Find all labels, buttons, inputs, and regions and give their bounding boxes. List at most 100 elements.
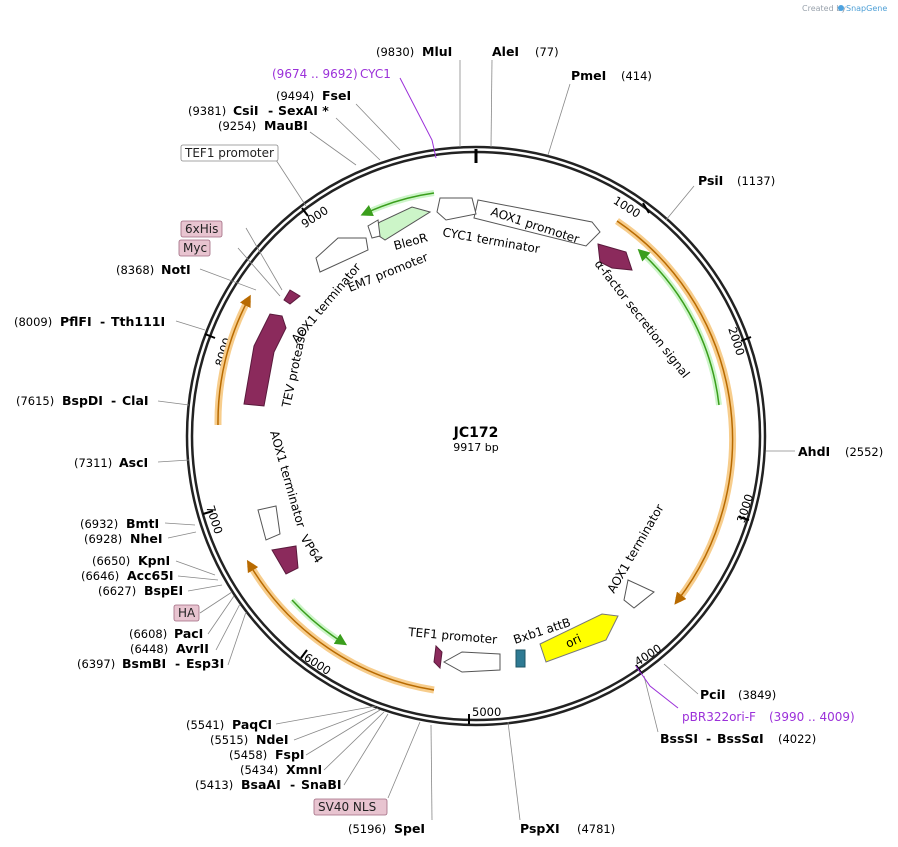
enzyme-psii-name[interactable]: PsiI bbox=[698, 173, 723, 188]
aox1-terminator-right-arrow[interactable] bbox=[623, 579, 655, 609]
vp64-label: VP64 bbox=[297, 532, 325, 565]
cyc1-terminator-arrow[interactable] bbox=[436, 197, 477, 221]
enzyme-alei-pos: (77) bbox=[535, 45, 559, 59]
ori-arrow[interactable] bbox=[539, 613, 619, 663]
enzyme-bspei-pos: (6627) bbox=[98, 584, 136, 598]
plasmid-name: JC172 bbox=[453, 425, 499, 441]
enzyme-ndei-name[interactable]: NdeI bbox=[256, 732, 289, 747]
enzyme-spei-name[interactable]: SpeI bbox=[394, 821, 425, 836]
enzyme-xmni-name[interactable]: XmnI bbox=[286, 762, 322, 777]
orange-arc-bottom-left bbox=[246, 563, 435, 694]
enzyme-mlui-pos: (9830) bbox=[376, 45, 414, 59]
bxb1-attb-feature[interactable] bbox=[515, 649, 526, 668]
enzyme-snabi-name[interactable]: SnaBI bbox=[301, 777, 342, 792]
tef1-promoter-label: TEF1 promoter bbox=[407, 625, 498, 647]
myc-his-feature[interactable] bbox=[283, 289, 301, 305]
enzyme-pcii-pos: (3849) bbox=[738, 688, 776, 702]
enzyme-noti-pos: (8368) bbox=[116, 263, 154, 277]
enzyme-acc65i-name[interactable]: Acc65I bbox=[127, 568, 174, 583]
enzyme-nhei-name[interactable]: NheI bbox=[130, 531, 163, 546]
enzyme-bspdi-name[interactable]: BspDI bbox=[62, 393, 103, 408]
tag-ha-box bbox=[173, 604, 200, 622]
sv40-nls-feature[interactable] bbox=[433, 644, 443, 670]
enzyme-clai-name[interactable]: ClaI bbox=[122, 393, 149, 408]
primer-cyc1-range: (9674 .. 9692) bbox=[272, 67, 358, 81]
em7-promoter-arrow[interactable] bbox=[367, 219, 381, 239]
enzyme-paci-name[interactable]: PacI bbox=[174, 626, 203, 641]
plasmid-length: 9917 bp bbox=[453, 441, 498, 454]
orange-arc-left bbox=[214, 298, 252, 426]
enzyme-esp3i-name[interactable]: Esp3I bbox=[186, 656, 224, 671]
enzyme-maubi-name[interactable]: MauBI bbox=[264, 118, 308, 133]
enzyme-pspxi-name[interactable]: PspXI bbox=[520, 821, 560, 836]
enzyme-bmti-pos: (6932) bbox=[80, 517, 118, 531]
enzyme-avrii-name[interactable]: AvrII bbox=[176, 641, 209, 656]
primer-cyc1-name[interactable]: CYC1 bbox=[360, 67, 391, 81]
aox1-terminator-left-arrow[interactable] bbox=[257, 505, 281, 541]
enzyme-fsei-pos: (9494) bbox=[276, 89, 314, 103]
tag-ha-label[interactable]: HA bbox=[178, 606, 196, 620]
enzyme-csii-name[interactable]: CsiI bbox=[233, 103, 259, 118]
enzyme-ahdi-name[interactable]: AhdI bbox=[798, 444, 830, 459]
tag-sv40-box bbox=[313, 798, 388, 816]
enzyme-csii-pos: (9381) bbox=[188, 104, 226, 118]
enzyme-tth111i-name[interactable]: Tth111I bbox=[111, 314, 165, 329]
tef1-promoter-arrow[interactable] bbox=[442, 651, 501, 673]
enzyme-leader-lines bbox=[157, 59, 795, 821]
green-arc-bottom-line bbox=[291, 599, 348, 646]
enzyme-noti-name[interactable]: NotI bbox=[161, 262, 191, 277]
tag-myc-label[interactable]: Myc bbox=[183, 241, 207, 255]
enzyme-bspei-name[interactable]: BspEI bbox=[144, 583, 183, 598]
enzyme-mlui-name[interactable]: MluI bbox=[422, 44, 452, 59]
aox1-promoter-arrow[interactable] bbox=[473, 199, 601, 247]
enzyme-pflfi-name[interactable]: PflFI bbox=[60, 314, 92, 329]
tick-marks bbox=[202, 202, 752, 724]
enzyme-bsmbi-pos: (6397) bbox=[77, 657, 115, 671]
enzyme-pcii-name[interactable]: PciI bbox=[700, 687, 726, 702]
enzyme-bsssai-name[interactable]: BssSαI bbox=[717, 731, 764, 746]
credit-text: Created by bbox=[802, 4, 846, 13]
orange-arc-bottom-left-line bbox=[246, 559, 435, 691]
tick-label-7000: 7000 bbox=[203, 504, 225, 536]
enzyme-xmni-pos: (5434) bbox=[240, 763, 278, 777]
alpha-factor-arrow[interactable] bbox=[597, 243, 633, 271]
vp64-arrow[interactable] bbox=[271, 545, 299, 575]
enzyme-paqci-name[interactable]: PaqCI bbox=[232, 717, 272, 732]
primer-pbr322-range: (3990 .. 4009) bbox=[769, 710, 855, 724]
enzyme-bsssi-pos: (4022) bbox=[778, 732, 816, 746]
tick-label-4000: 4000 bbox=[632, 641, 664, 669]
enzyme-bsaai-name[interactable]: BsaAI bbox=[241, 777, 281, 792]
tag-sv40-label[interactable]: SV40 NLS bbox=[318, 800, 376, 814]
enzyme-bsmbi-name[interactable]: BsmBI bbox=[122, 656, 166, 671]
tag-6xhis-label[interactable]: 6xHis bbox=[185, 222, 218, 236]
orange-arc-left-line bbox=[217, 294, 251, 426]
enzyme-maubi-pos: (9254) bbox=[218, 119, 256, 133]
tick-label-5000: 5000 bbox=[472, 705, 501, 719]
cyc1-primer-leader bbox=[399, 77, 437, 159]
tev-protease-arrow[interactable] bbox=[243, 313, 287, 407]
enzyme-fspi-pos: (5458) bbox=[229, 748, 267, 762]
enzyme-bmti-name[interactable]: BmtI bbox=[126, 516, 159, 531]
enzyme-psii-pos: (1137) bbox=[737, 174, 775, 188]
aox1-terminator-upper-arrow[interactable] bbox=[315, 237, 369, 273]
snapgene-logo-icon bbox=[838, 5, 844, 11]
enzyme-pmei-name[interactable]: PmeI bbox=[571, 68, 606, 83]
tag-tef1-label[interactable]: TEF1 promoter bbox=[184, 146, 274, 160]
backbone-outer bbox=[185, 145, 767, 727]
enzyme-acc65i-pos: (6646) bbox=[81, 569, 119, 583]
enzyme-nhei-pos: (6928) bbox=[84, 532, 122, 546]
enzyme-spei-pos: (5196) bbox=[348, 822, 386, 836]
enzyme-kpni-name[interactable]: KpnI bbox=[138, 553, 170, 568]
enzyme-fspi-name[interactable]: FspI bbox=[275, 747, 305, 762]
enzyme-pflfi-pos: (8009) bbox=[14, 315, 52, 329]
green-arc-right-line bbox=[637, 248, 720, 406]
enzyme-alei-name[interactable]: AleI bbox=[492, 44, 519, 59]
enzyme-paqci-pos: (5541) bbox=[186, 718, 224, 732]
enzyme-sexai-name[interactable]: SexAI * bbox=[278, 103, 329, 118]
enzyme-fsei-name[interactable]: FseI bbox=[322, 88, 351, 103]
enzyme-bsssi-name[interactable]: BssSI bbox=[660, 731, 698, 746]
primer-pbr322-name[interactable]: pBR322ori-F bbox=[682, 710, 756, 724]
tag-tef1-box bbox=[180, 144, 279, 162]
enzyme-asci-name[interactable]: AscI bbox=[119, 455, 148, 470]
